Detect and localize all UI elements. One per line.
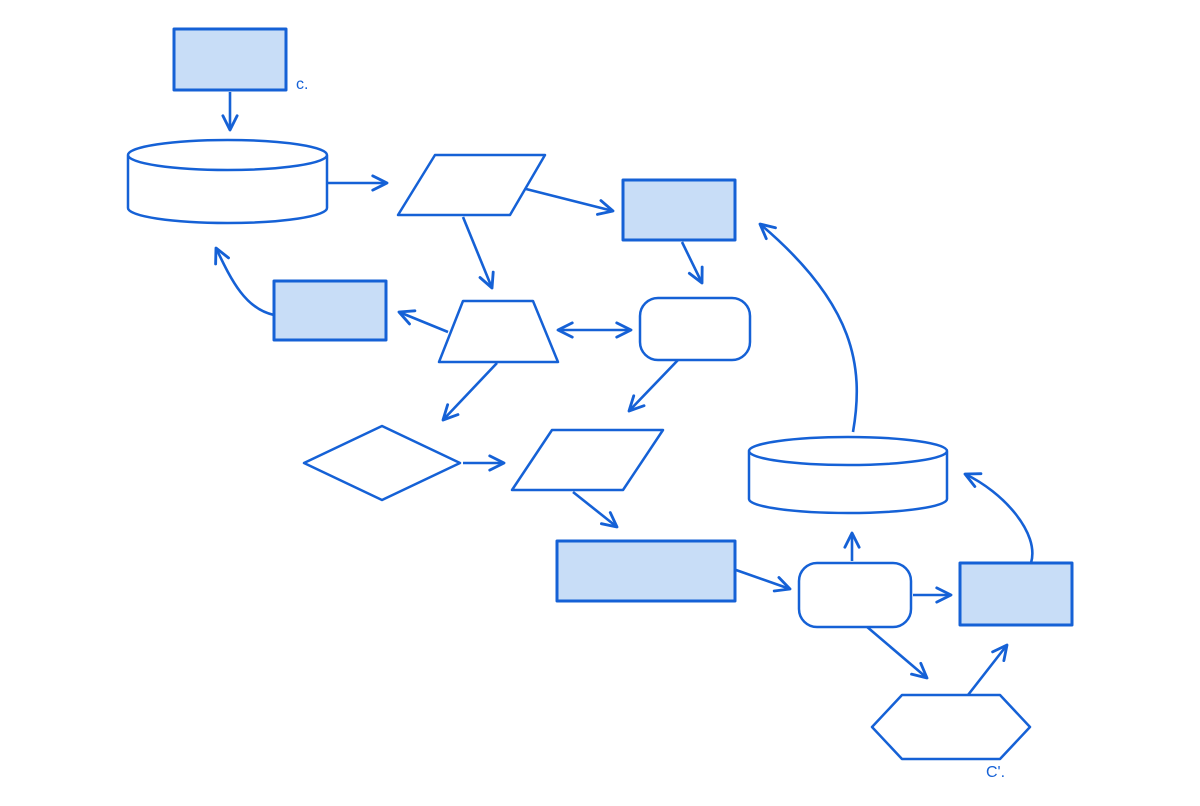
labels-layer: c. C'.	[296, 76, 1005, 781]
edge-rounded2-to-hexagon	[865, 625, 929, 680]
edge-trapezoid-to-diamond	[441, 362, 498, 422]
process-rect-3	[272, 279, 388, 342]
edge-parallelogram1-to-rect2	[525, 187, 615, 216]
edge-trapezoid-to-rect3	[397, 309, 449, 334]
edge-rect4-to-rounded2	[735, 568, 792, 593]
database-1	[126, 138, 329, 225]
edge-parallelogram2-to-rect4	[572, 490, 619, 529]
label-c-prime: C'.	[986, 764, 1005, 781]
nodes-layer	[126, 27, 1074, 761]
edge-rounded1-to-parallelogram2	[627, 359, 679, 413]
parallelogram-1	[396, 153, 547, 217]
process-rect-2	[621, 178, 737, 242]
parallelogram-2	[510, 428, 665, 492]
rounded-rect-2	[797, 561, 913, 629]
edge-rect3-to-database1-curve	[214, 246, 275, 317]
label-c: c.	[296, 76, 308, 93]
diamond-1	[302, 424, 462, 502]
rounded-rect-1	[638, 296, 752, 362]
edges-layer	[214, 92, 1034, 696]
process-rect-4	[555, 539, 737, 603]
hexagon-1	[870, 693, 1032, 761]
database-2	[747, 435, 949, 515]
edge-hexagon-to-rect5	[966, 643, 1009, 696]
trapezoid-1	[437, 299, 560, 364]
process-rect-1	[172, 27, 288, 92]
edge-database2-to-rect2-curve	[758, 222, 859, 433]
edge-parallelogram1-to-trapezoid	[461, 216, 495, 290]
process-rect-5	[958, 561, 1074, 627]
edge-rect5-to-database2-curve	[963, 472, 1034, 564]
edge-rect2-to-rounded1	[680, 241, 704, 285]
